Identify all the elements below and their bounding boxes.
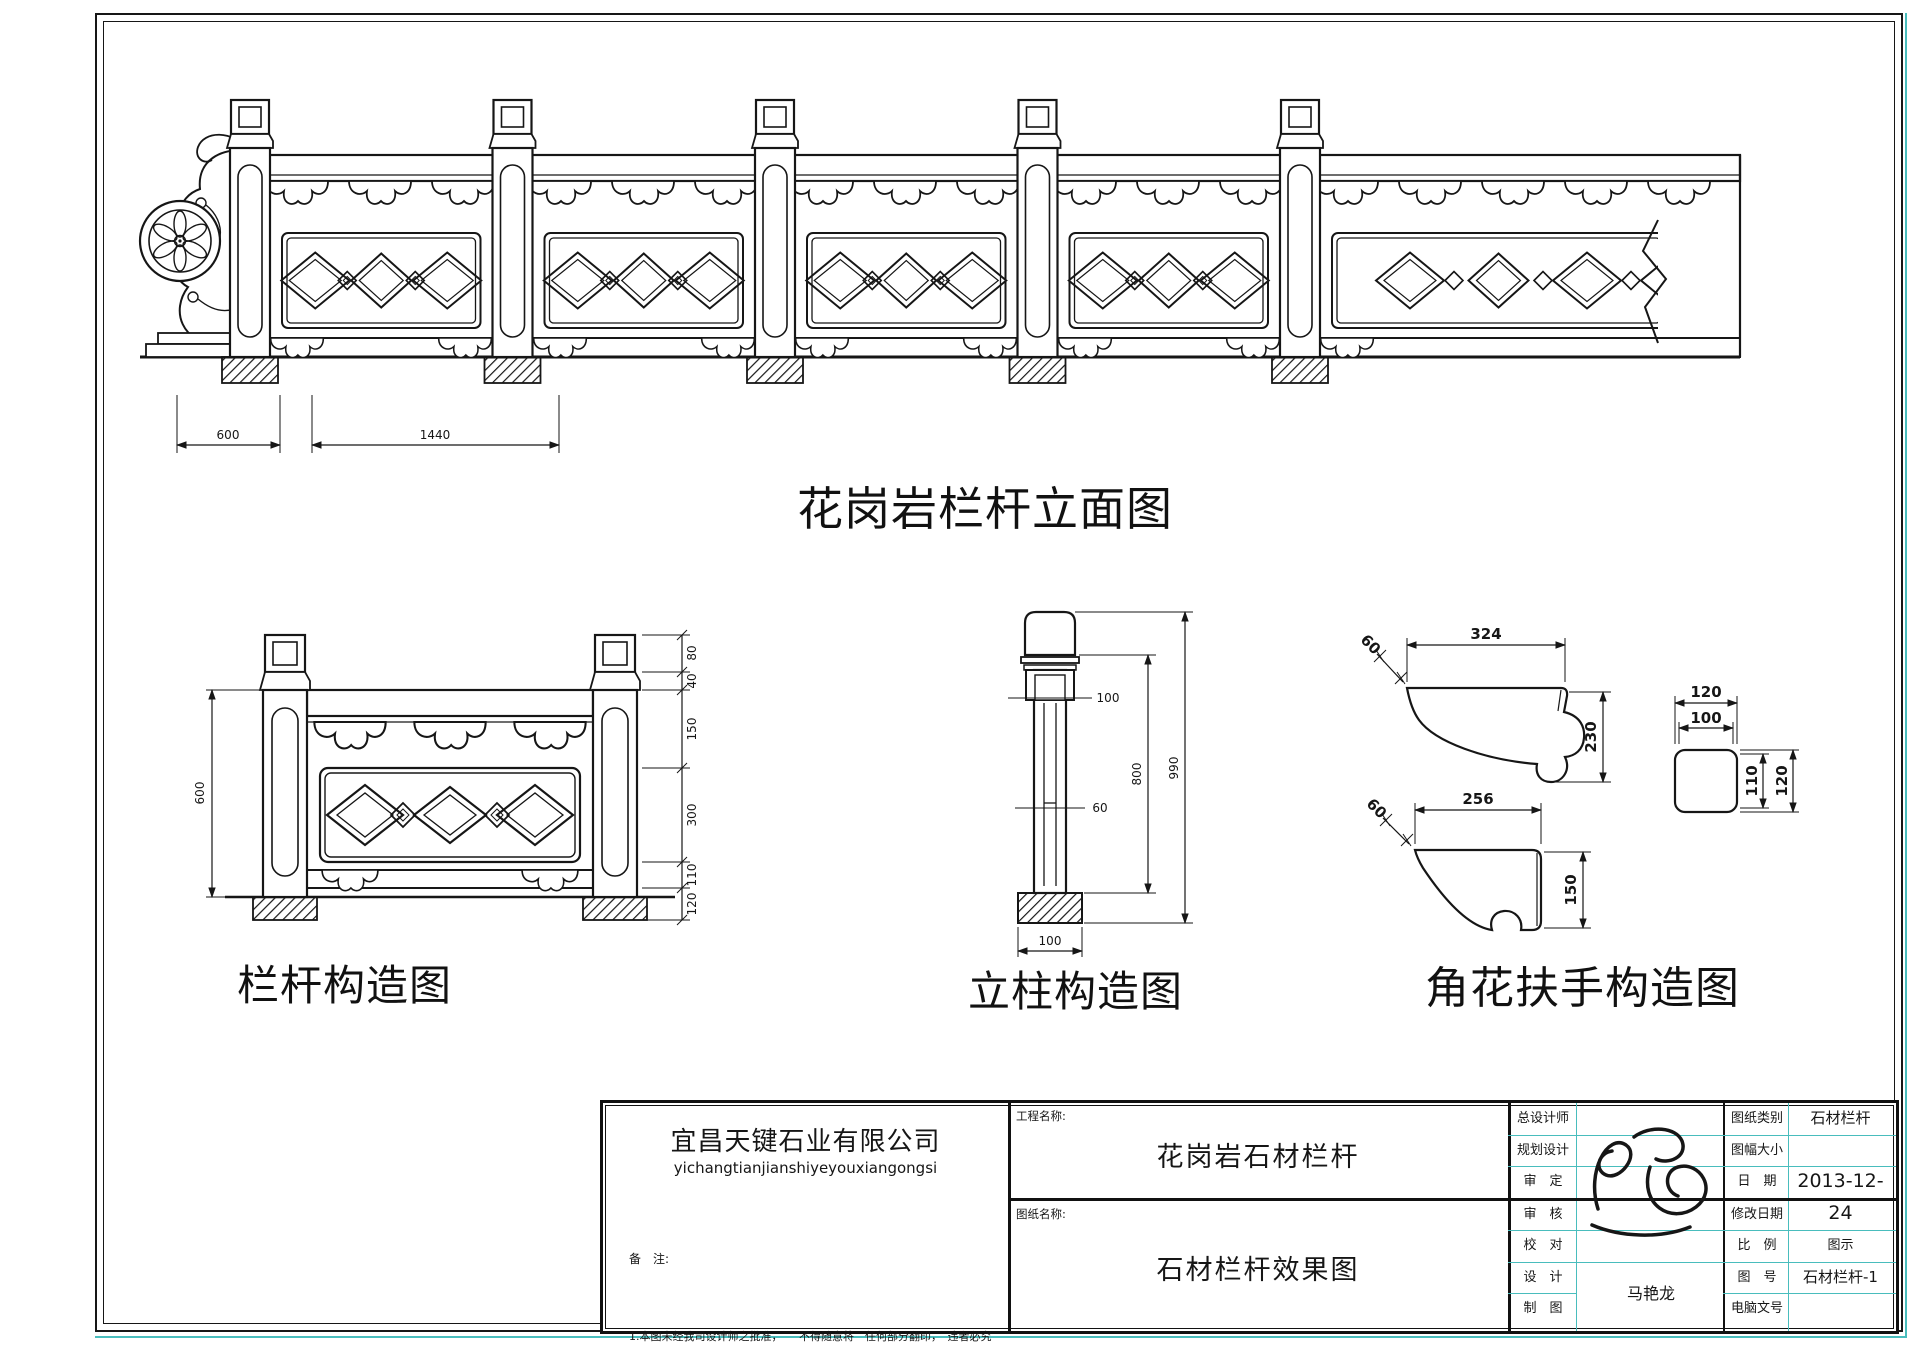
chain-dim-0: 80 bbox=[685, 645, 699, 660]
column-body-height: 800 bbox=[1130, 763, 1144, 786]
meta-value-number: 石材栏杆-1 bbox=[1803, 1267, 1878, 1286]
meta-value-file bbox=[1790, 1293, 1891, 1325]
column-mid-width: 60 bbox=[1092, 801, 1107, 815]
column-top-width: 100 bbox=[1097, 691, 1120, 705]
sheet-name-label: 图纸名称: bbox=[1016, 1207, 1066, 1221]
chain-dim-1: 40 bbox=[685, 673, 699, 688]
meta-value-size bbox=[1790, 1135, 1891, 1167]
role-chief-designer: 总设计师 bbox=[1516, 1111, 1569, 1126]
cloud-brackets bbox=[265, 180, 1711, 205]
dim-left: 600 bbox=[217, 428, 240, 442]
column-detail-title: 立柱构造图 bbox=[968, 967, 1184, 1016]
panel-bay-broken bbox=[1331, 232, 1658, 329]
divider-left-mid bbox=[1008, 1103, 1011, 1331]
designer-name: 马艳龙 bbox=[1626, 1284, 1675, 1303]
meta-label-category: 图纸类别 bbox=[1730, 1111, 1783, 1126]
bottom-bracket-height: 150 bbox=[1562, 874, 1580, 905]
role-design: 设 计 bbox=[1523, 1269, 1563, 1285]
chain-dim-5: 120 bbox=[685, 893, 699, 916]
chain-dim-2: 150 bbox=[685, 718, 699, 741]
title-block: 宜昌天键石业有限公司 yichangtianjianshiyeyouxiango… bbox=[600, 1100, 1899, 1343]
top-bracket-height: 230 bbox=[1582, 721, 1600, 752]
bottom-bracket-thickness: 60 bbox=[1363, 795, 1390, 822]
railing-detail-dimensions: 600 80 40 150 300 110 120 bbox=[193, 629, 699, 926]
meta-label-scale: 比 例 bbox=[1737, 1238, 1777, 1253]
column-body bbox=[1017, 610, 1083, 924]
corner-detail-drawing: 324 60 230 256 60 150 bbox=[1357, 625, 1799, 932]
chain-dim-3: 300 bbox=[685, 804, 699, 827]
notes-line: 1.本图未经我司设计师之批准， 不得随意将 任何部分翻印， 违者必究 bbox=[629, 1330, 992, 1343]
column-base-width: 100 bbox=[1039, 934, 1062, 948]
corner-square-block: 120 100 110 120 bbox=[1673, 683, 1799, 814]
meta-value-date: 2013-12-24 bbox=[1797, 1170, 1884, 1225]
railing-detail-drawing: 600 80 40 150 300 110 120 bbox=[193, 629, 699, 926]
sheet-name: 石材栏杆效果图 bbox=[1156, 1255, 1360, 1286]
role-drafting: 制 图 bbox=[1523, 1301, 1563, 1317]
grid-v1 bbox=[1576, 1103, 1577, 1331]
column-dimensions: 100 60 800 990 100 bbox=[1008, 610, 1193, 957]
sheet-frame-accent-right bbox=[1905, 13, 1907, 1338]
grid-v2 bbox=[1788, 1103, 1789, 1331]
meta-label-date: 日 期 bbox=[1737, 1174, 1777, 1190]
dim-right: 1440 bbox=[420, 428, 451, 442]
company-pinyin: yichangtianjianshiyeyouxiangongsi bbox=[673, 1159, 938, 1177]
meta-label-number: 图 号 bbox=[1737, 1269, 1777, 1285]
block-outer-width: 120 bbox=[1690, 683, 1721, 701]
project-name-label: 工程名称: bbox=[1016, 1109, 1066, 1123]
notes-heading: 备 注: bbox=[629, 1252, 670, 1266]
top-bracket-thickness: 60 bbox=[1357, 631, 1384, 658]
break-line bbox=[1641, 219, 1668, 344]
role-proofread: 校 对 bbox=[1523, 1238, 1563, 1253]
grid-h4 bbox=[1508, 1230, 1896, 1231]
column-total-height: 990 bbox=[1167, 757, 1181, 780]
corner-bracket-top: 324 60 230 bbox=[1357, 625, 1611, 784]
railing-detail-body bbox=[225, 633, 675, 922]
notes: 备 注: 1.本图未经我司设计师之批准， 不得随意将 任何部分翻印， 违者必究 … bbox=[629, 1197, 995, 1345]
top-bracket-width: 324 bbox=[1470, 625, 1501, 643]
bottom-bracket-width: 256 bbox=[1462, 790, 1493, 808]
meta-label-file: 电脑文号 bbox=[1730, 1301, 1783, 1317]
rosette-flower bbox=[152, 210, 208, 272]
meta-label-size: 图幅大小 bbox=[1730, 1142, 1783, 1158]
meta-value-category: 石材栏杆 bbox=[1810, 1109, 1871, 1127]
grid-h1 bbox=[1508, 1134, 1896, 1136]
grid-h6a bbox=[1508, 1293, 1576, 1295]
meta-label-revision: 修改日期 bbox=[1730, 1207, 1783, 1222]
sheet-frame-accent-bottom bbox=[95, 1336, 1905, 1338]
block-inner-width: 100 bbox=[1690, 709, 1721, 727]
panel-bays bbox=[280, 219, 1668, 344]
role-planning: 规划设计 bbox=[1516, 1142, 1569, 1158]
elevation-dimensions: 600 1440 bbox=[175, 395, 561, 453]
signature bbox=[1590, 1127, 1708, 1237]
corner-detail-title: 角花扶手构造图 bbox=[1425, 963, 1740, 1014]
meta-value-revision bbox=[1790, 1199, 1891, 1231]
block-inner-height: 110 bbox=[1743, 765, 1761, 796]
corner-bracket-bottom: 256 60 150 bbox=[1363, 790, 1591, 932]
divider-meta bbox=[1723, 1103, 1725, 1331]
meta-value-scale: 图示 bbox=[1827, 1238, 1854, 1253]
column-detail-drawing: 100 60 800 990 100 bbox=[1008, 610, 1193, 957]
divider-mid-right bbox=[1508, 1103, 1511, 1331]
elevation-title: 花岗岩栏杆立面图 bbox=[797, 482, 1173, 536]
company-name: 宜昌天键石业有限公司 bbox=[670, 1127, 941, 1157]
role-reviewed: 审 核 bbox=[1523, 1207, 1563, 1222]
railing-height-dim: 600 bbox=[193, 782, 207, 805]
elevation-drawing: 600 1440 bbox=[138, 98, 1742, 453]
railing-detail-title: 栏杆构造图 bbox=[237, 961, 453, 1010]
project-name: 花岗岩石材栏杆 bbox=[1156, 1142, 1360, 1173]
divider-horizontal bbox=[1008, 1198, 1896, 1201]
grid-h2 bbox=[1508, 1166, 1896, 1168]
role-approved: 审 定 bbox=[1523, 1174, 1563, 1190]
grid-h5 bbox=[1508, 1261, 1896, 1263]
block-outer-height: 120 bbox=[1773, 765, 1791, 796]
grid-h6b bbox=[1723, 1293, 1896, 1295]
chain-dim-4: 110 bbox=[685, 864, 699, 887]
